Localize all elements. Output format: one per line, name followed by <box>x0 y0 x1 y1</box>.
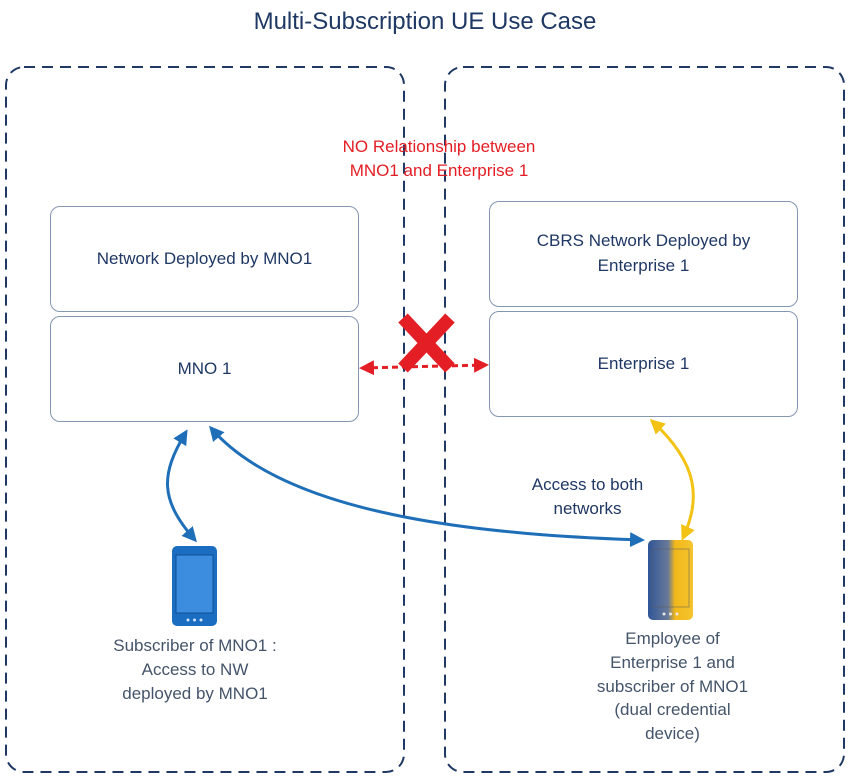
no-relationship-arrow <box>359 357 489 376</box>
subscriber-phone-icon <box>172 546 217 626</box>
dual-device-to-mno-arrow <box>209 425 645 548</box>
enterprise1-box: Enterprise 1 <box>489 311 798 417</box>
enterprise1-label: Enterprise 1 <box>597 353 690 373</box>
mno1-network-label: Network Deployed by MNO1 <box>96 248 313 268</box>
subscriber-to-mno-arrow <box>166 429 197 543</box>
no-relationship-note: NO Relationship between MNO1 and Enterpr… <box>342 137 536 180</box>
mno1-box: MNO 1 <box>50 316 359 422</box>
dual-credential-phone-icon <box>648 540 693 620</box>
dual-device-caption: Employee of Enterprise 1 and subscriber … <box>596 629 749 744</box>
subscriber-caption: Subscriber of MNO1 : Access to NW deploy… <box>113 636 277 703</box>
mno1-network-box: Network Deployed by MNO1 <box>50 206 359 312</box>
left-region <box>5 66 405 773</box>
right-region <box>444 66 845 773</box>
no-relationship-x-icon <box>398 313 455 373</box>
dual-device-to-enterprise-arrow <box>649 418 695 541</box>
diagram-title: Multi-Subscription UE Use Case <box>253 8 597 35</box>
access-note: Access to both networks <box>531 475 644 518</box>
cbrs-network-label: CBRS Network Deployed by Enterprise 1 <box>536 231 751 275</box>
cbrs-network-box: CBRS Network Deployed by Enterprise 1 <box>489 201 798 307</box>
mno1-label: MNO 1 <box>177 358 232 378</box>
